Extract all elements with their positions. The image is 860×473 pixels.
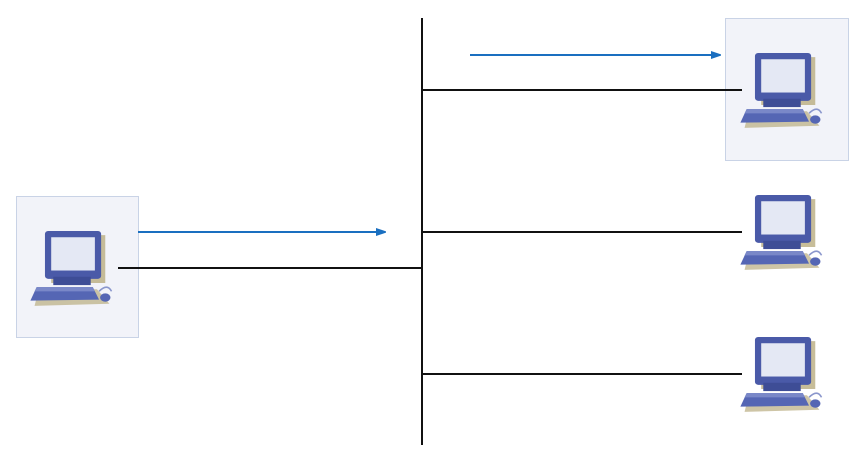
computer-icon bbox=[740, 195, 823, 271]
computer-icon bbox=[740, 337, 823, 413]
